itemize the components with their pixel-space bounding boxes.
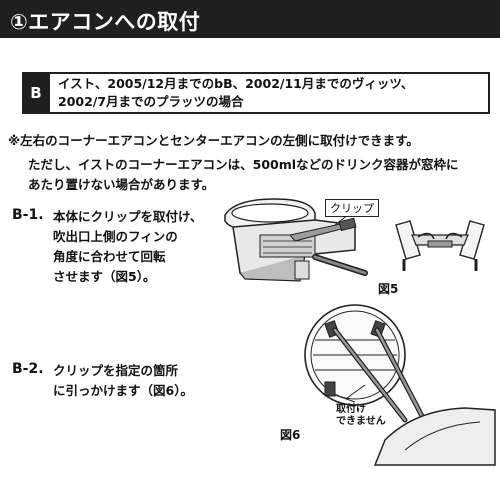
page-title: ①エアコンへの取付 xyxy=(10,10,201,34)
section-heading-line2: 2002/7月までのプラッツの場合 xyxy=(58,94,244,109)
figure6-callout-line1: 取付け xyxy=(336,404,366,415)
step1-text: 本体にクリップを取付け、 吹出口上側のフィンの 角度に合わせて回転 させます（図… xyxy=(53,207,202,287)
figure6-callout-line2: できません xyxy=(336,416,386,427)
caution-line1: ただし、イストのコーナーエアコンは、500mlなどのドリンク容器が窓枠に xyxy=(28,157,459,172)
section-heading-line1: イスト、2005/12月までのbB、2002/11月までのヴィッツ、 xyxy=(58,76,414,91)
step1-label: B-1. xyxy=(12,207,44,223)
figure6-callout: 取付け できません xyxy=(336,404,386,428)
header-bar xyxy=(0,0,500,38)
step1-line: させます（図5）。 xyxy=(53,269,156,284)
section-badge: B xyxy=(22,72,50,114)
caution-paragraph: ただし、イストのコーナーエアコンは、500mlなどのドリンク容器が窓枠に あたり… xyxy=(28,155,459,195)
figure5-unit-illustration xyxy=(224,198,368,282)
step2-text: クリップを指定の箇所 に引っかけます（図6）。 xyxy=(53,361,193,401)
step2-line: クリップを指定の箇所 xyxy=(53,363,179,378)
figure6-label: 図6 xyxy=(280,428,301,442)
section-heading: イスト、2005/12月までのbB、2002/11月までのヴィッツ、 2002/… xyxy=(58,75,413,111)
step1-line: 本体にクリップを取付け、 xyxy=(53,209,203,224)
step1-line: 角度に合わせて回転 xyxy=(53,249,166,264)
mounting-note: ※左右のコーナーエアコンとセンターエアコンの左側に取付けできます。 xyxy=(8,133,419,148)
step1-line: 吹出口上側のフィンの xyxy=(53,229,178,244)
caution-line2: あたり置けない場合があります。 xyxy=(28,177,215,192)
step2-label: B-2. xyxy=(12,361,44,377)
figure5-vent-detail xyxy=(395,220,485,271)
step2-line: に引っかけます（図6）。 xyxy=(53,383,193,398)
figure5-label: 図5 xyxy=(378,282,399,296)
figure6-illustration xyxy=(304,304,496,466)
figure5-clip-label: クリップ xyxy=(325,199,379,217)
